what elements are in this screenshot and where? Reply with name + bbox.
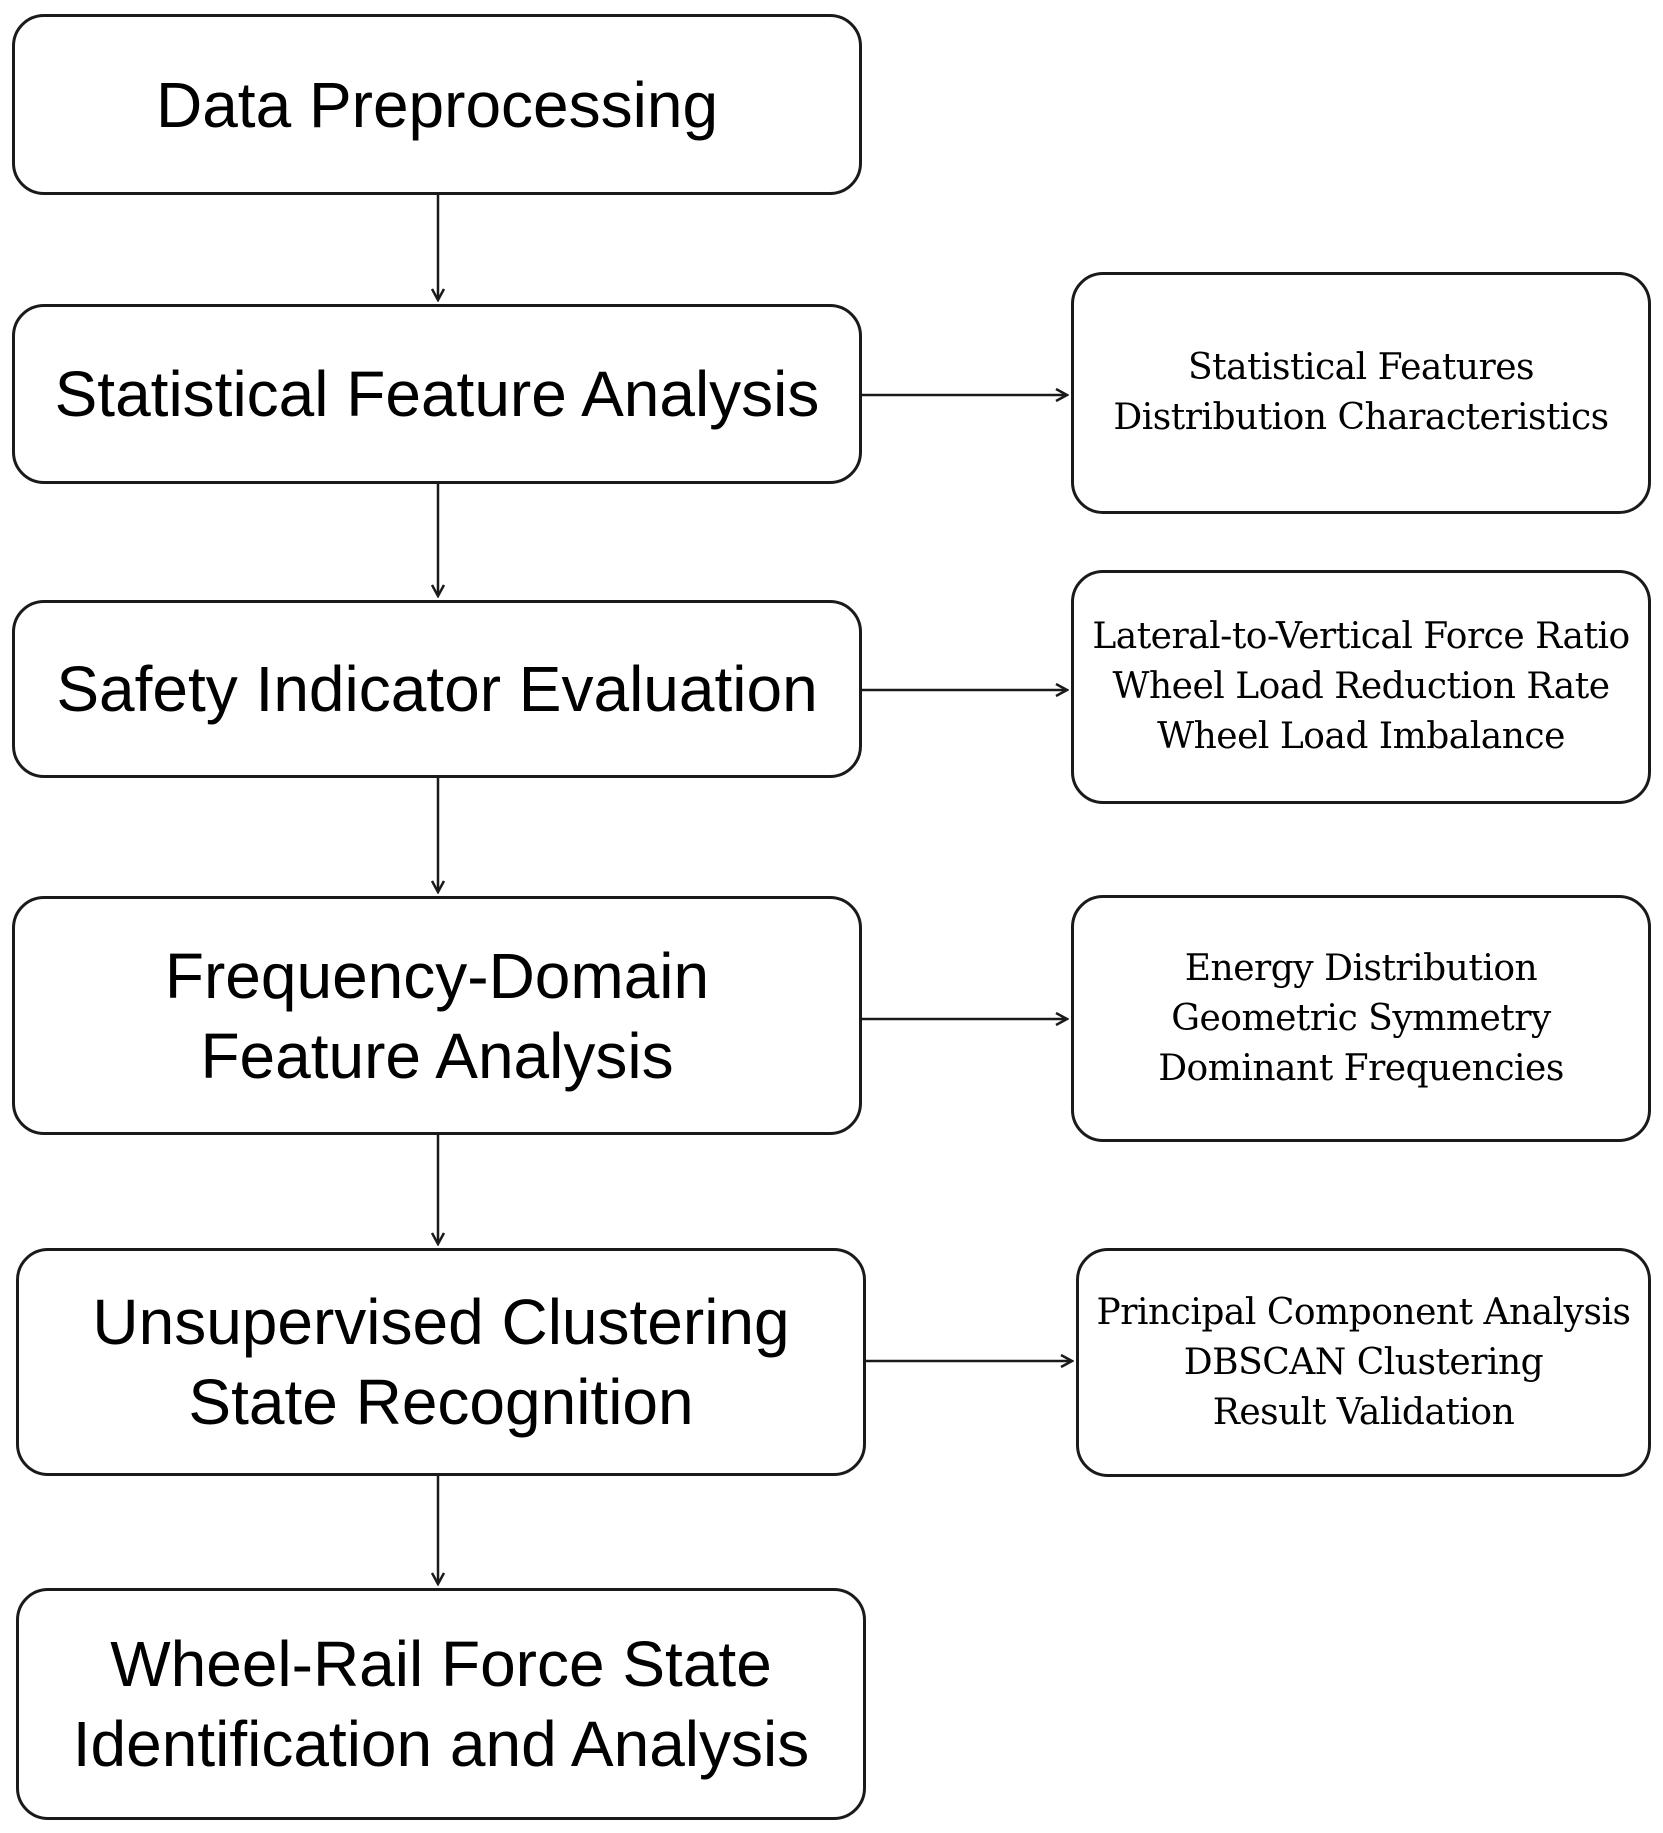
detail-clustering: Principal Component Analysis DBSCAN Clus… — [1076, 1248, 1651, 1477]
step-label-line-1: Frequency-Domain — [164, 939, 710, 1012]
detail-item: Wheel Load Reduction Rate — [1112, 666, 1610, 707]
detail-safety-indicators: Lateral-to-Vertical Force Ratio Wheel Lo… — [1071, 570, 1651, 804]
step-data-preprocessing: Data Preprocessing — [12, 14, 862, 195]
detail-item: Principal Component Analysis — [1096, 1291, 1631, 1333]
detail-item: Dominant Frequencies — [1158, 1047, 1564, 1089]
detail-statistical: Statistical Features Distribution Charac… — [1071, 272, 1651, 514]
step-frequency-domain-feature-analysis: Frequency-Domain Feature Analysis — [12, 896, 862, 1135]
detail-item: Geometric Symmetry — [1171, 997, 1551, 1039]
detail-item: Statistical Features — [1187, 347, 1535, 388]
step-label: Data Preprocessing — [155, 68, 719, 141]
step-wheel-rail-force-state-identification: Wheel-Rail Force State Identification an… — [16, 1588, 866, 1820]
detail-item: Wheel Load Imbalance — [1157, 716, 1565, 757]
step-statistical-feature-analysis: Statistical Feature Analysis — [12, 304, 862, 484]
detail-item: Result Validation — [1212, 1391, 1515, 1433]
step-label: Statistical Feature Analysis — [54, 358, 820, 430]
step-safety-indicator-evaluation: Safety Indicator Evaluation — [12, 600, 862, 778]
step-label-line-1: Wheel-Rail Force State — [110, 1628, 772, 1700]
step-unsupervised-clustering-state-recognition: Unsupervised Clustering State Recognitio… — [16, 1248, 866, 1476]
step-label-line-2: Feature Analysis — [200, 1019, 674, 1092]
step-label-line-1: Unsupervised Clustering — [92, 1286, 790, 1358]
step-label-line-2: State Recognition — [188, 1366, 694, 1438]
detail-item: Distribution Characteristics — [1113, 397, 1609, 438]
detail-item: Energy Distribution — [1184, 947, 1538, 989]
step-label-line-2: Identification and Analysis — [72, 1708, 810, 1780]
step-label: Safety Indicator Evaluation — [56, 653, 818, 725]
detail-item: Lateral-to-Vertical Force Ratio — [1092, 616, 1630, 657]
detail-item: DBSCAN Clustering — [1183, 1341, 1544, 1383]
detail-frequency-domain: Energy Distribution Geometric Symmetry D… — [1071, 895, 1651, 1142]
